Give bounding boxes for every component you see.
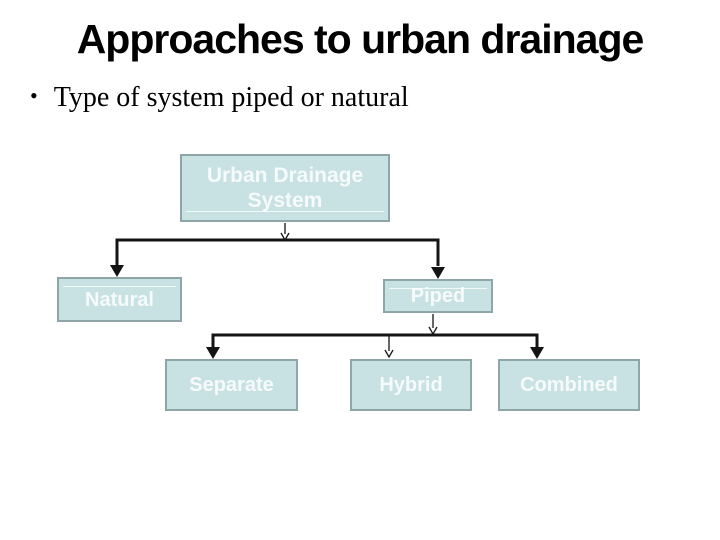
connector-branch-level1 [110, 238, 445, 279]
node-combined: Combined [498, 359, 640, 411]
connector-root-to-branch [280, 223, 290, 242]
bullet-line: • Type of system piped or natural [30, 82, 409, 114]
connector-branch-level2 [206, 333, 544, 359]
node-urban-drainage-system: Urban Drainage System [180, 154, 390, 222]
connector-piped-to-branch [428, 314, 438, 336]
node-piped: Piped [383, 279, 493, 313]
node-hybrid: Hybrid [350, 359, 472, 411]
slide-title: Approaches to urban drainage [76, 16, 645, 62]
node-natural: Natural [57, 277, 182, 322]
node-separate: Separate [165, 359, 298, 411]
bullet-icon: • [30, 83, 38, 108]
bullet-text: Type of system piped or natural [53, 82, 409, 113]
